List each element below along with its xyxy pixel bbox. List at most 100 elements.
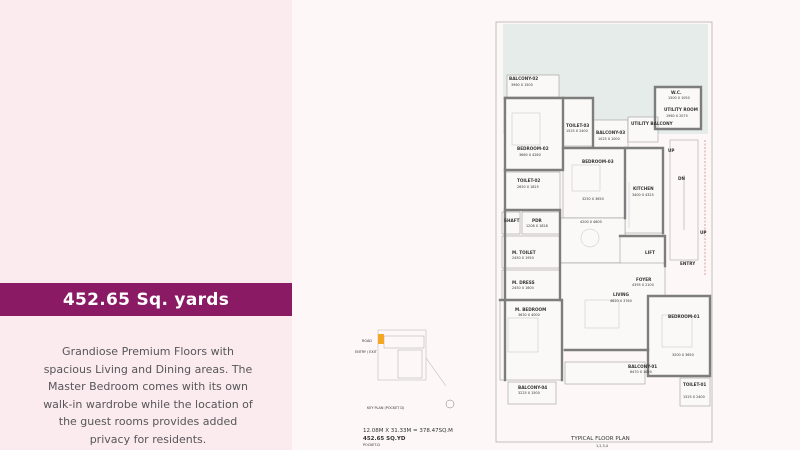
- key-plan-label: KEY PLAN (POCKET D): [367, 406, 405, 410]
- wall-bedroom-02: [503, 96, 565, 172]
- label-bedroom-02: BEDROOM-02: [517, 146, 549, 151]
- bed-01: [661, 314, 693, 348]
- north-arrow-icon: [445, 399, 455, 409]
- key-plan-block-top: [383, 335, 425, 349]
- wall-toilet-03: [561, 96, 595, 148]
- m-dress-shape: [501, 269, 561, 301]
- key-plan-road: ROAD: [362, 339, 372, 343]
- key-plan-entry: ENTRY / EXIT: [355, 350, 378, 354]
- key-plan-highlight: [378, 334, 384, 344]
- floor-plan-drawing: BALCONY-02 3960 X 1500 TOILET-03 1525 X …: [355, 21, 713, 448]
- label-bedroom-03: BEDROOM-03: [582, 159, 614, 164]
- dims-wc: 1500 X 1050: [668, 96, 690, 100]
- dims-bedroom-01: 3200 X 3650: [672, 353, 694, 357]
- up-marker: UP: [668, 148, 674, 153]
- label-living: LIVING: [613, 292, 630, 297]
- dims-m-toilet: 2450 X 1950: [512, 256, 534, 260]
- label-balcony-03: BALCONY-03: [596, 130, 625, 135]
- dims-toilet-01: 1525 X 2400: [683, 395, 705, 399]
- balcony-01-shape: [564, 361, 646, 385]
- dims-toilet-03: 1525 X 2400: [566, 129, 588, 133]
- label-foyer: FOYER: [636, 277, 652, 282]
- dims-balcony-04: 3225 X 1500: [518, 391, 540, 395]
- utility-room-shape: [654, 86, 702, 130]
- label-balcony-04: BALCONY-04: [518, 385, 547, 390]
- dims-bedroom-02: 3660 X 4260: [519, 153, 541, 157]
- area-banner: 452.65 Sq. yards: [0, 283, 292, 316]
- m-toilet-shape: [501, 235, 561, 269]
- key-plan-road-line: [425, 357, 447, 387]
- dims-balcony-03: 1025 X 1000: [598, 137, 620, 141]
- dims-utility-room: 1960 X 2075: [666, 114, 688, 118]
- wall-utility: [653, 85, 703, 131]
- label-toilet-01: TOILET-01: [683, 382, 706, 387]
- label-toilet-02: TOILET-02: [517, 178, 540, 183]
- label-m-bedroom: M. BEDROOM: [515, 307, 546, 312]
- key-plan-block-bottom: [397, 349, 423, 379]
- left-panel: 452.65 Sq. yards Grandiose Premium Floor…: [0, 0, 292, 450]
- shaft-shape: [501, 211, 521, 235]
- dims-dining: 4200 X 4600: [580, 220, 602, 224]
- label-utility-room: UTILITY ROOM: [664, 107, 698, 112]
- key-plan-outline: [377, 329, 427, 381]
- plan-dimensions: 12.08M X 31.33M = 378.47SQ.M: [363, 428, 453, 434]
- plan-area: 452.65 SQ.YD: [363, 436, 406, 442]
- area-title: 452.65 Sq. yards: [62, 289, 230, 310]
- wall-m-bedroom: [498, 298, 564, 382]
- label-balcony-01: BALCONY-01: [628, 364, 657, 369]
- dims-toilet-02: 2650 X 1825: [517, 185, 539, 189]
- wall-kitchen: [623, 146, 665, 235]
- label-toilet-03: TOILET-03: [566, 123, 589, 128]
- bedroom-01-shape: [647, 295, 711, 377]
- lift-shape: [619, 235, 666, 267]
- dims-pdr: 1208 X 1828: [526, 224, 548, 228]
- bedroom-02-shape: [504, 97, 564, 171]
- kitchen-shape: [624, 147, 664, 234]
- label-pdr: PDR: [532, 218, 543, 223]
- bed-03: [571, 164, 601, 192]
- floor-plan-panel: BALCONY-02 3960 X 1500 TOILET-03 1525 X …: [292, 0, 800, 450]
- label-wc: W.C.: [671, 90, 682, 95]
- label-balcony-02: BALCONY-02: [509, 76, 538, 81]
- toilet-01-shape: [679, 377, 711, 407]
- dims-balcony-01: 6470 X 1650: [630, 370, 652, 374]
- dims-kitchen: 3400 X 4325: [632, 193, 654, 197]
- bedroom-03-shape: [562, 147, 626, 219]
- plan-pocket: POCKET-D: [363, 443, 380, 447]
- label-utility-balcony: UTILITY BALCONY: [631, 121, 674, 126]
- dining-table: [580, 228, 600, 248]
- wall-lift: [618, 234, 667, 268]
- plan-floors: 1,2,3,4: [596, 444, 608, 448]
- label-lift: LIFT: [645, 250, 655, 255]
- dims-balcony-02: 3960 X 1500: [511, 83, 533, 87]
- wall-pdr: [503, 208, 562, 302]
- dims-m-dress: 2450 X 1600: [512, 286, 534, 290]
- description-text: Grandiose Premium Floors with spacious L…: [43, 345, 253, 446]
- bed-02: [511, 112, 541, 146]
- balcony-04-shape: [507, 381, 557, 405]
- label-m-dress: M. DRESS: [512, 280, 535, 285]
- living-sofa: [584, 299, 620, 329]
- label-kitchen: KITCHEN: [633, 186, 654, 191]
- up-marker-2: UP: [700, 230, 706, 235]
- balcony-03-shape: [592, 119, 629, 151]
- label-m-toilet: M. TOILET: [512, 250, 536, 255]
- key-plan: ROAD ENTRY / EXIT KEY PLAN (POCKET D): [355, 329, 455, 410]
- label-shaft: SHAFT: [504, 218, 520, 223]
- corridor-outline: [669, 139, 699, 261]
- pdr-shape: [521, 211, 561, 235]
- dims-living: 4620 X 3760: [610, 299, 632, 303]
- plan-title: TYPICAL FLOOR PLAN: [570, 436, 630, 442]
- label-entry: ENTRY: [680, 261, 696, 266]
- dims-m-bedroom: 3630 X 4000: [518, 313, 540, 317]
- toilet-02-shape: [504, 171, 561, 211]
- dining-shape: [559, 217, 626, 264]
- master-bed: [507, 317, 539, 353]
- dn-marker: DN: [678, 176, 685, 181]
- dims-bedroom-03: 3250 X 3650: [582, 197, 604, 201]
- toilet-03-shape: [562, 97, 594, 147]
- m-bedroom-shape: [499, 299, 563, 381]
- plot-boundary: [495, 21, 713, 443]
- dims-foyer: 4395 X 2100: [632, 283, 654, 287]
- label-bedroom-01: BEDROOM-01: [668, 314, 700, 319]
